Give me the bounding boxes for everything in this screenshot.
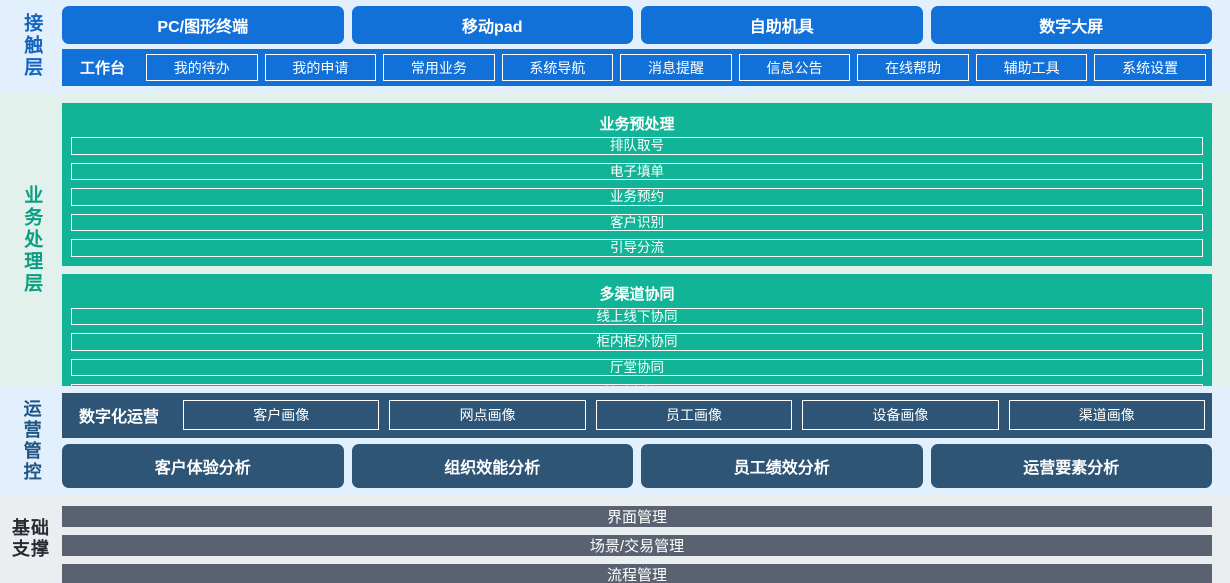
touch-layer-label-text: 接触层 [21,13,43,79]
biz-column-title: 多渠道协同 [599,286,675,304]
analysis-org-efficiency[interactable]: 组织效能分析 [351,443,633,488]
biz-item[interactable]: 业务预约 [71,188,1203,206]
operation-management-layer: 运营管控 数字化运营 客户画像 网点画像 员工画像 设备画像 渠道画像 客户体验… [0,386,1230,496]
channel-box-self-service[interactable]: 自助机具 [641,6,923,44]
workbench-item-system-nav[interactable]: 系统导航 [501,54,614,81]
operation-layer-label-text: 运营管控 [21,398,42,483]
portrait-device[interactable]: 设备画像 [802,400,999,431]
workbench-title: 工作台 [80,60,126,77]
touch-layer-body: PC/图形终端 移动pad 自助机具 数字大屏 工作台 我的待办 我的申请 常用… [62,6,1230,86]
portrait-channel[interactable]: 渠道画像 [1008,400,1205,431]
foundation-support-layer: 基础 支撑 界面管理 场景/交易管理 流程管理 任务管理 消息管理 数据埋点 日… [0,496,1230,583]
business-processing-layer: 业务处理层 业务预处理 排队取号 电子填单 业务预约 客户识别 引导分流 多渠道… [0,94,1230,583]
portrait-branch[interactable]: 网点画像 [389,400,586,431]
workbench-item-announcement[interactable]: 信息公告 [738,54,851,81]
biz-column-title: 业务预处理 [599,115,675,133]
workbench-item-my-todo[interactable]: 我的待办 [146,54,258,81]
channel-box-digital-screen[interactable]: 数字大屏 [930,6,1212,44]
operation-layer-label: 运营管控 [0,393,62,488]
foundation-layer-label-text: 基础 支撑 [12,517,50,559]
workbench-row: 工作台 我的待办 我的申请 常用业务 系统导航 消息提醒 信息公告 在线帮助 辅… [62,49,1212,86]
biz-item[interactable]: 厅堂协同 [71,358,1203,377]
workbench-item-system-settings[interactable]: 系统设置 [1094,54,1206,81]
workbench-item-online-help[interactable]: 在线帮助 [857,54,969,81]
operation-layer-body: 数字化运营 客户画像 网点画像 员工画像 设备画像 渠道画像 客户体验分析 组织… [62,393,1230,488]
channel-box-pc[interactable]: PC/图形终端 [62,6,344,44]
workbench-item-aux-tools[interactable]: 辅助工具 [975,54,1088,81]
analysis-row: 客户体验分析 组织效能分析 员工绩效分析 运营要素分析 [62,443,1212,488]
biz-item[interactable]: 柜内柜外协同 [71,333,1203,351]
channel-row: PC/图形终端 移动pad 自助机具 数字大屏 [62,6,1212,44]
biz-item[interactable]: 电子填单 [71,162,1203,181]
foundation-layer-label: 基础 支撑 [0,506,62,571]
business-layer-body: 业务预处理 排队取号 电子填单 业务预约 客户识别 引导分流 多渠道协同 线上线… [62,103,1230,583]
portrait-customer[interactable]: 客户画像 [183,400,380,431]
biz-item[interactable]: 线上线下协同 [71,307,1203,326]
foundation-layer-body: 界面管理 场景/交易管理 流程管理 任务管理 消息管理 数据埋点 日志管理 异常… [62,506,1230,583]
workbench-item-my-application[interactable]: 我的申请 [264,54,377,81]
workbench-item-message-alert[interactable]: 消息提醒 [620,54,732,81]
biz-column-preprocessing: 业务预处理 排队取号 电子填单 业务预约 客户识别 引导分流 [62,103,1212,266]
analysis-customer-experience[interactable]: 客户体验分析 [62,443,344,488]
touch-layer-label: 接触层 [0,6,62,86]
digital-operation-row: 数字化运营 客户画像 网点画像 员工画像 设备画像 渠道画像 [62,393,1212,438]
foundation-item-process-management[interactable]: 流程管理 [62,564,1212,583]
biz-items: 排队取号 电子填单 业务预约 客户识别 引导分流 [71,137,1203,257]
biz-item[interactable]: 客户识别 [71,213,1203,232]
foundation-item-ui-management[interactable]: 界面管理 [62,506,1212,527]
biz-item[interactable]: 排队取号 [71,137,1203,155]
digital-operation-title: 数字化运营 [79,409,160,427]
portrait-employee[interactable]: 员工画像 [595,400,793,431]
channel-box-mobile-pad[interactable]: 移动pad [351,6,633,44]
business-layer-label: 业务处理层 [0,103,62,376]
workbench-item-common-business[interactable]: 常用业务 [383,54,495,81]
touch-layer: 接触层 PC/图形终端 移动pad 自助机具 数字大屏 工作台 我的待办 我的申… [0,0,1230,94]
analysis-operation-factors[interactable]: 运营要素分析 [930,443,1212,488]
business-layer-label-text: 业务处理层 [21,184,43,295]
foundation-item-scenario-transaction[interactable]: 场景/交易管理 [62,535,1212,556]
analysis-employee-performance[interactable]: 员工绩效分析 [641,443,923,488]
biz-item[interactable]: 引导分流 [71,239,1203,257]
